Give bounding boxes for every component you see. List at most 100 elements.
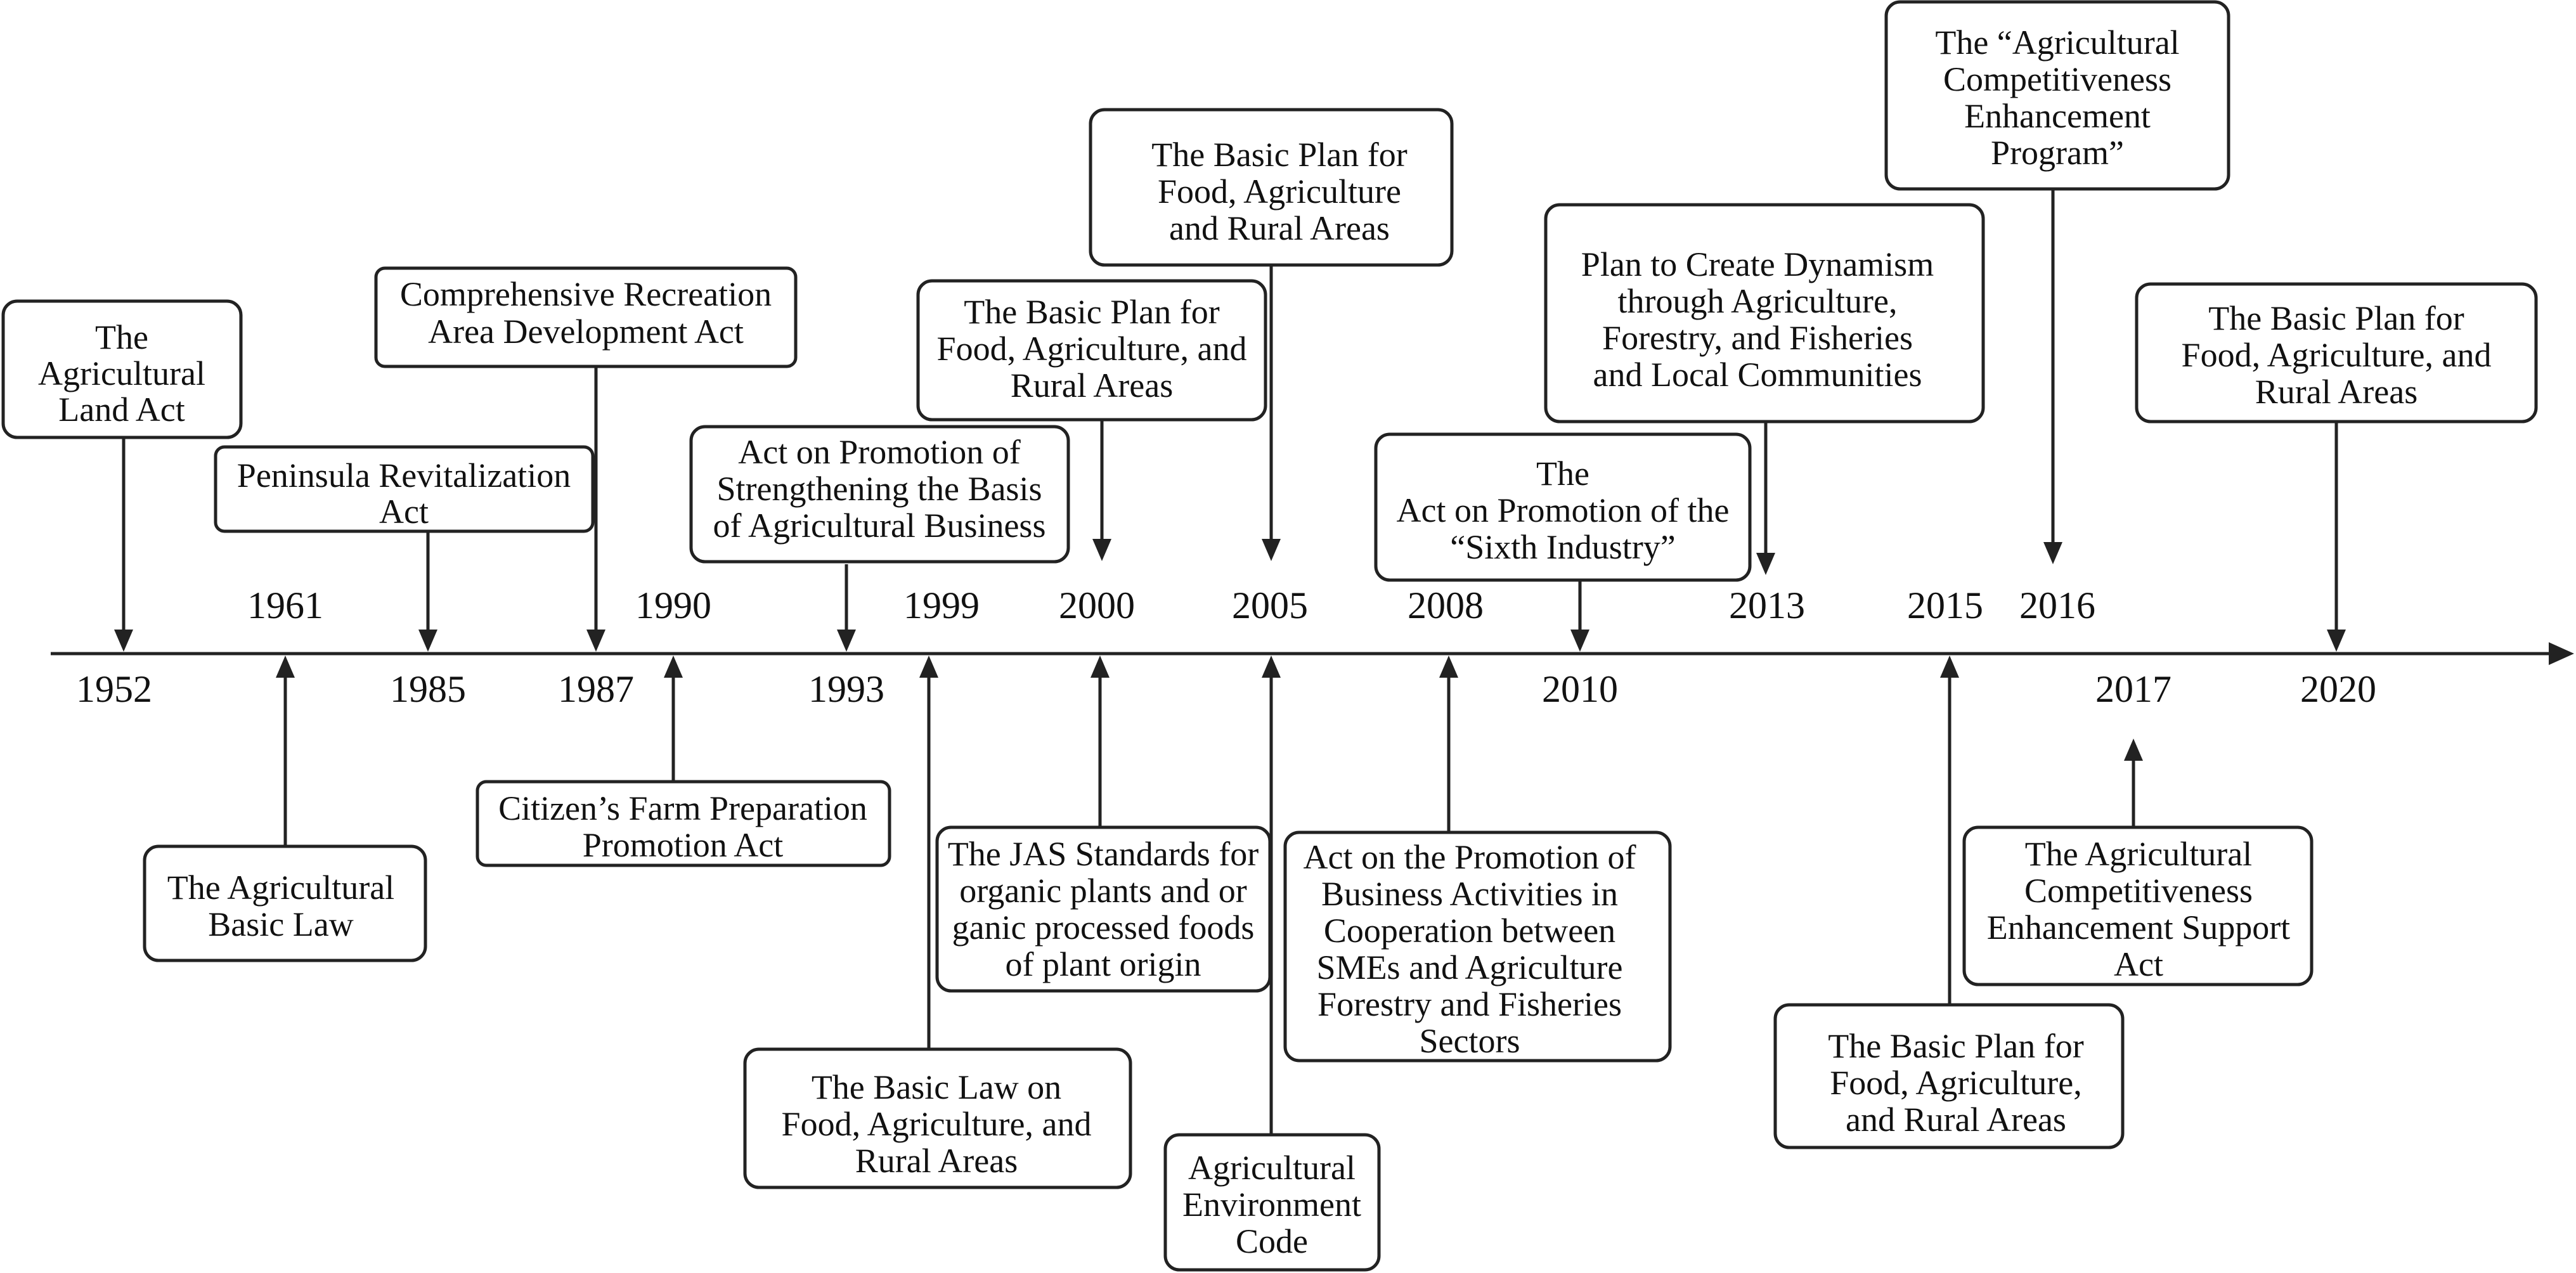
event-label-line: Enhancement Support [1987, 908, 2290, 947]
event-2005-environment-code: Agricultural Environment Code [1163, 656, 1381, 1272]
event-2015-basic-plan: The Basic Plan for Food, Agriculture, an… [1773, 656, 2125, 1149]
event-box [2135, 282, 2538, 423]
event-label-line: Citizen’s Farm Preparation [498, 789, 867, 827]
event-label-line: and Rural Areas [1846, 1101, 2066, 1139]
event-label-line: The Agricultural [2025, 835, 2252, 873]
event-box [916, 279, 1267, 422]
year-label-2015: 2015 [1907, 585, 1983, 626]
event-label-line: Act on the Promotion of [1304, 838, 1636, 876]
event-2016-competitiveness-program: The “Agricultural Competitiveness Enhanc… [1884, 0, 2230, 564]
year-label-1961: 1961 [247, 585, 323, 626]
arrow-up-icon [1439, 656, 1458, 678]
event-box [1962, 825, 2314, 986]
event-box [743, 1047, 1132, 1189]
event-label-line: Food, Agriculture, and [2182, 336, 2492, 374]
event-1993-agricultural-business-act: Act on Promotion of Strengthening the Ba… [689, 425, 1070, 652]
event-box [214, 445, 595, 533]
arrow-up-icon [1091, 656, 1110, 678]
event-2017-competitiveness-support-act: The Agricultural Competitiveness Enhance… [1962, 739, 2314, 986]
event-1999-basic-law: The Basic Law on Food, Agriculture, and … [743, 656, 1132, 1189]
event-2008-sme-cooperation-act: Act on the Promotion of Business Activit… [1283, 656, 1672, 1063]
event-2000-basic-plan: The Basic Plan for Food, Agriculture, an… [916, 279, 1267, 561]
event-box [1089, 108, 1454, 267]
event-1990-citizens-farm-act: Citizen’s Farm Preparation Promotion Act [476, 656, 891, 867]
event-box [1544, 203, 1985, 423]
arrow-down-icon [2327, 630, 2346, 652]
event-label-line: Environment [1182, 1186, 1361, 1224]
year-label-2010: 2010 [1542, 668, 1618, 710]
event-label-line: Peninsula Revitalization [237, 456, 571, 494]
event-label-line: Area Development Act [428, 313, 744, 351]
event-1961-agricultural-basic-law: The Agricultural Basic Law [143, 656, 427, 962]
year-label-2008: 2008 [1408, 585, 1484, 626]
year-label-2000: 2000 [1059, 585, 1135, 626]
event-label-line: Basic Law [208, 905, 353, 943]
event-label-line: Code [1236, 1222, 1308, 1260]
event-box [1163, 1133, 1381, 1272]
event-label-line: Rural Areas [2255, 373, 2417, 411]
event-label-line: Food, Agriculture, and [782, 1105, 1092, 1143]
event-label-line: The Basic Plan for [2208, 299, 2464, 337]
event-label-line: Plan to Create Dynamism [1581, 245, 1934, 283]
event-label-line: Food, Agriculture [1158, 172, 1401, 210]
year-label-1952: 1952 [76, 668, 152, 710]
event-label-line: ganic processed foods [952, 908, 1255, 947]
event-box [1884, 0, 2230, 191]
arrow-up-icon [919, 656, 938, 678]
event-1952-agricultural-land-act: The Agricultural Land Act [1, 299, 243, 652]
event-label-line: of plant origin [1006, 945, 1201, 983]
event-label-line: Competitiveness [2024, 872, 2253, 910]
arrow-down-icon [2043, 542, 2062, 564]
event-2010-sixth-industry-act: The Act on Promotion of the “Sixth Indus… [1374, 432, 1752, 652]
event-label-line: Act [2114, 945, 2163, 983]
arrow-down-icon [837, 630, 856, 652]
event-box [143, 844, 427, 962]
year-label-1999: 1999 [903, 585, 980, 626]
event-label-line: Forestry, and Fisheries [1602, 319, 1913, 357]
arrow-down-icon [1262, 539, 1281, 561]
event-box [374, 266, 798, 368]
year-label-2017: 2017 [2095, 668, 2171, 710]
arrow-down-icon [586, 630, 605, 652]
arrow-down-icon [114, 630, 133, 652]
event-label-line: Act on Promotion of [738, 433, 1020, 471]
arrow-up-icon [664, 656, 683, 678]
event-label-line: and Local Communities [1593, 356, 1922, 394]
event-box [1283, 830, 1672, 1063]
event-label-line: through Agriculture, [1618, 282, 1898, 320]
year-label-2005: 2005 [1232, 585, 1308, 626]
event-label-line: Competitiveness [1943, 60, 2171, 98]
event-1985-peninsula-revitalization-act: Peninsula Revitalization Act [214, 445, 595, 652]
arrow-down-icon [418, 630, 437, 652]
event-box [1773, 1003, 2125, 1149]
event-label-line: Enhancement [1964, 97, 2151, 135]
year-label-1985: 1985 [390, 668, 466, 710]
event-label-line: “Sixth Industry” [1450, 528, 1675, 566]
arrow-up-icon [1940, 656, 1959, 678]
event-2000-jas-standards: The JAS Standards for organic plants and… [935, 656, 1272, 993]
year-label-2016: 2016 [2019, 585, 2095, 626]
event-label-line: Business Activities in [1321, 875, 1618, 913]
year-labels: 1952 1961 1985 1987 1990 1993 1999 2000 … [76, 585, 2376, 710]
event-label-line: Rural Areas [855, 1142, 1018, 1180]
event-label-line: Promotion Act [583, 826, 784, 864]
event-label-line: The Basic Plan for [964, 293, 1219, 331]
event-label-line: The JAS Standards for [948, 835, 1259, 873]
year-label-2020: 2020 [2300, 668, 2376, 710]
event-label-line: and Rural Areas [1169, 209, 1390, 247]
timeline-axis [51, 642, 2574, 665]
arrow-down-icon [1570, 630, 1589, 652]
event-label-line: The Basic Plan for [1828, 1027, 2083, 1065]
event-1987-recreation-area-act: Comprehensive Recreation Area Developmen… [374, 266, 798, 652]
event-box [1, 299, 243, 439]
event-label-line: Food, Agriculture, [1830, 1064, 2081, 1102]
arrow-up-icon [1262, 656, 1281, 678]
event-label-line: The Basic Law on [812, 1068, 1061, 1106]
event-label-line: Agricultural [1188, 1149, 1356, 1187]
event-label-line: Land Act [58, 391, 184, 429]
event-label-line: Act on Promotion of the [1397, 491, 1730, 529]
event-box [1374, 432, 1752, 582]
year-label-2013: 2013 [1729, 585, 1805, 626]
event-label-line: Forestry and Fisheries [1317, 985, 1622, 1023]
event-label-line: of Agricultural Business [713, 507, 1046, 545]
